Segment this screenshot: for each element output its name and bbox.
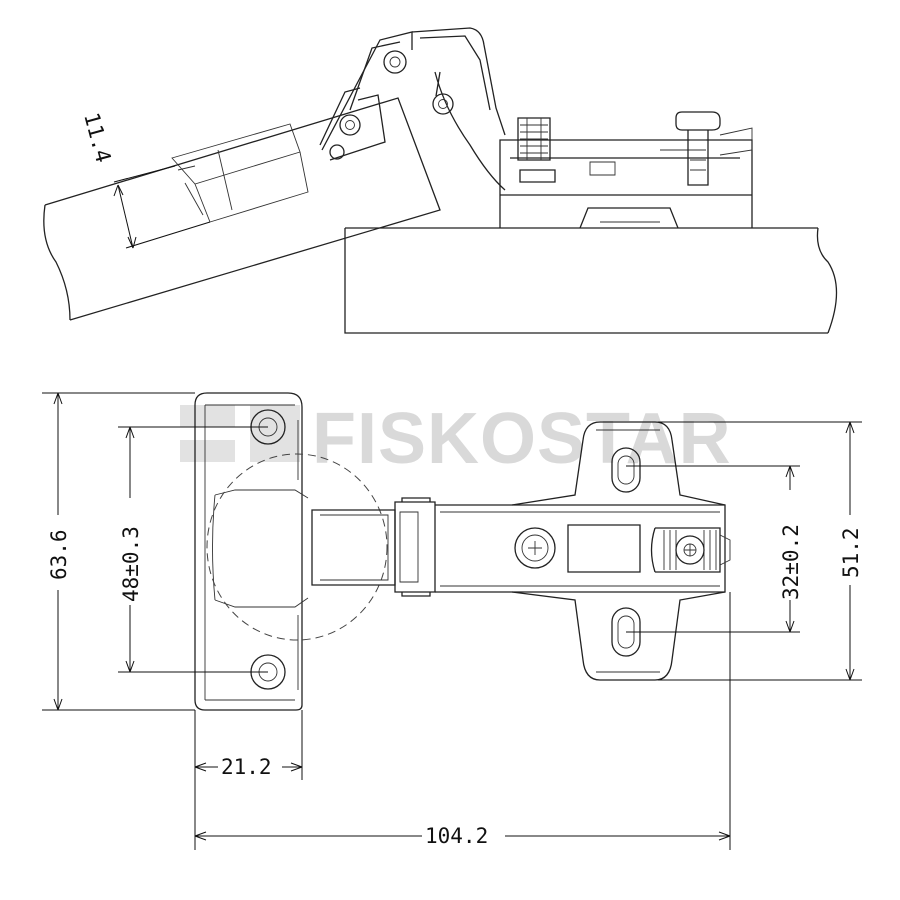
watermark-text: FISKOSTAR (312, 399, 732, 479)
dimension-cup-offset: 21.2 (194, 710, 303, 780)
side-view: 11.4 (43, 27, 838, 334)
plate-height-label: 51.2 (839, 527, 863, 578)
adjust-screw-plan (650, 527, 731, 573)
dimension-overall-height: 63.6 (42, 392, 195, 711)
hinge-arm (319, 27, 506, 191)
height-screw (675, 111, 753, 186)
dimension-slot-spacing: 32±0.2 (626, 465, 803, 633)
hinge-cup (171, 123, 309, 223)
overall-length-label: 104.2 (425, 824, 488, 848)
hole-spacing-label: 48±0.3 (119, 526, 143, 602)
cabinet-panel (344, 227, 838, 334)
dimension-hole-spacing: 48±0.3 (118, 426, 268, 673)
plan-view: 63.6 48±0.3 21.2 104.2 32±0. (42, 392, 863, 850)
overall-height-label: 63.6 (47, 529, 71, 580)
hinge-arm-plan (311, 497, 731, 597)
door-panel (43, 97, 441, 321)
cup-offset-label: 21.2 (221, 755, 272, 779)
depth-screw (517, 117, 551, 161)
cup-depth-label: 11.4 (79, 110, 115, 165)
dimension-plate-height: 51.2 (658, 421, 863, 681)
slot-spacing-label: 32±0.2 (779, 524, 803, 600)
dimension-overall-length: 104.2 (194, 592, 731, 850)
mounting-plate (499, 111, 753, 229)
cup-outline (206, 453, 388, 641)
